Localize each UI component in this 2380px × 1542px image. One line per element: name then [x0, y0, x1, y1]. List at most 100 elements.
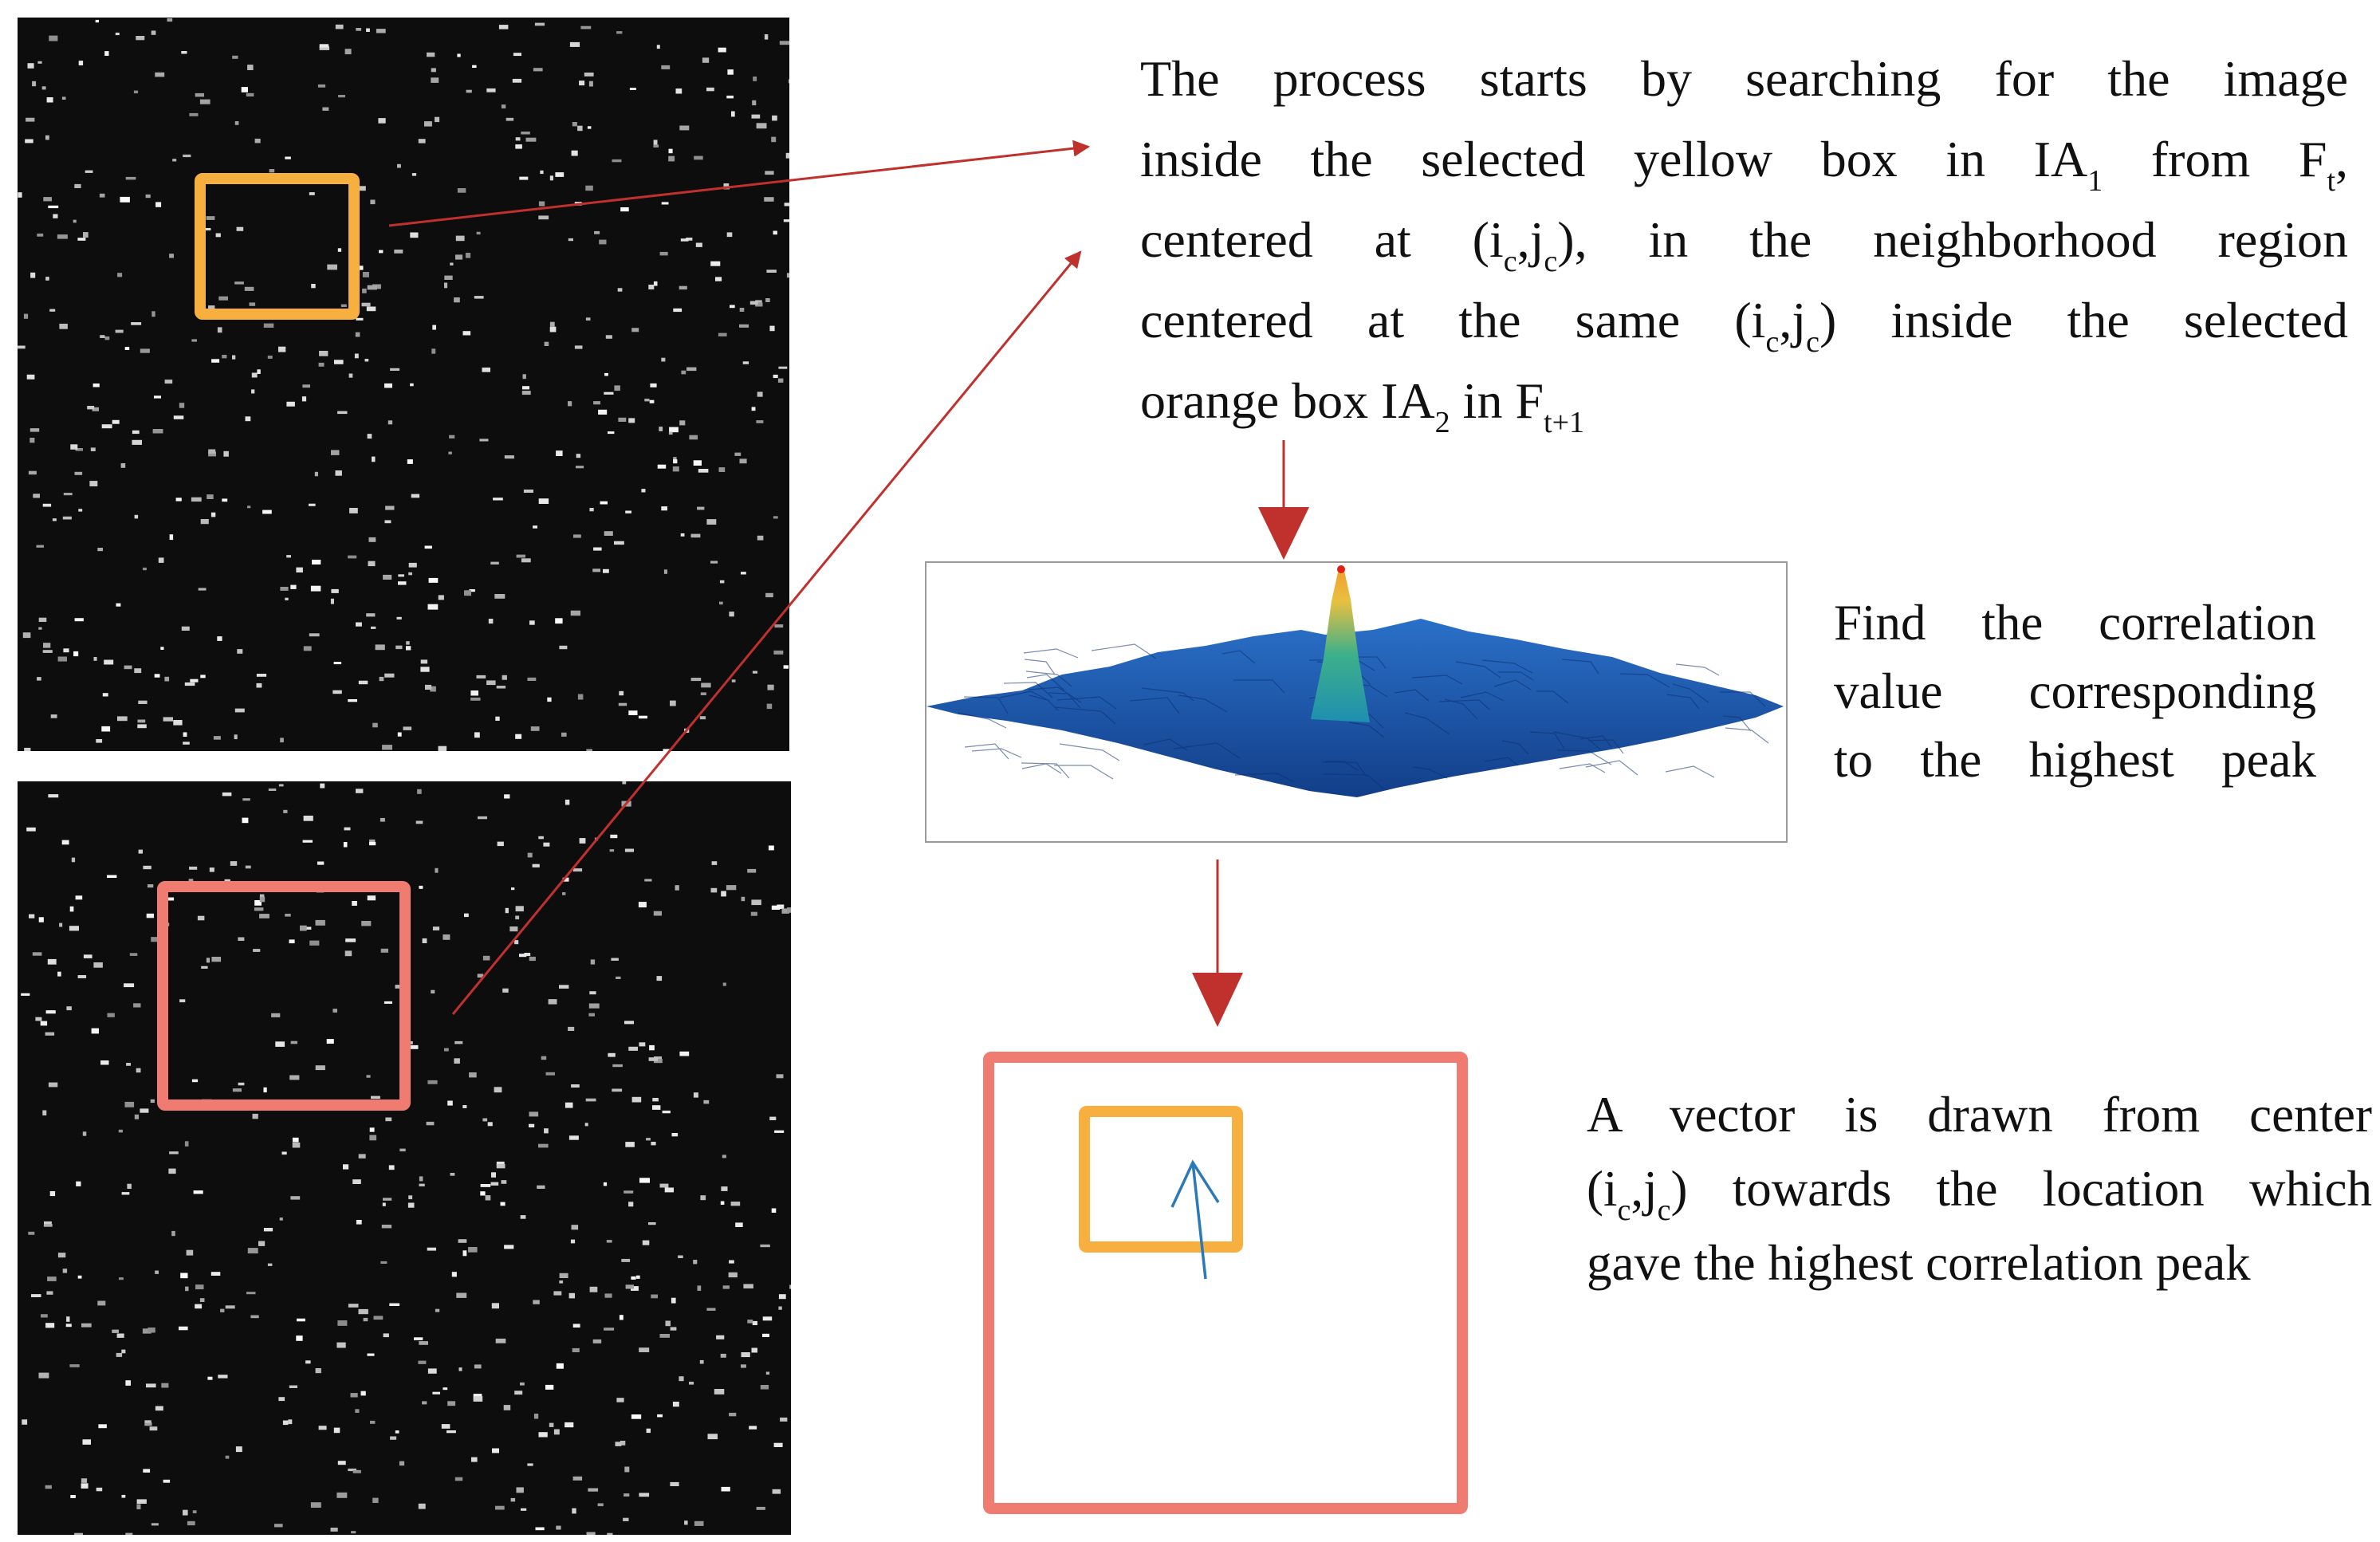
particle — [618, 702, 627, 706]
particle — [125, 1380, 131, 1386]
particle — [309, 192, 315, 195]
particle — [292, 1142, 301, 1148]
mesh-line — [1021, 763, 1062, 774]
particle — [331, 588, 339, 593]
particle — [120, 196, 130, 203]
particle — [43, 1224, 53, 1227]
particle — [74, 183, 81, 188]
particle — [382, 1202, 386, 1206]
particle — [57, 234, 68, 239]
particle — [140, 1108, 149, 1113]
particle — [706, 519, 717, 525]
particle — [646, 1428, 651, 1434]
particle — [501, 104, 506, 108]
particle — [771, 136, 777, 143]
particle — [565, 799, 570, 805]
particle — [619, 690, 624, 696]
mesh-line — [1411, 675, 1463, 685]
particle — [369, 841, 376, 846]
particle — [673, 457, 677, 461]
particle — [237, 649, 243, 654]
particle — [572, 122, 577, 127]
particle — [394, 250, 403, 254]
particle — [652, 1098, 659, 1102]
particle — [454, 1058, 460, 1064]
particle — [480, 1191, 486, 1196]
particle — [624, 1466, 630, 1473]
mesh-line — [1725, 727, 1769, 744]
particle — [417, 789, 422, 794]
particle — [653, 281, 658, 286]
particle — [77, 1275, 82, 1279]
particle — [281, 1151, 287, 1155]
particle — [191, 497, 202, 502]
yellow-interrogation-box — [195, 173, 360, 320]
particle — [700, 692, 706, 695]
particle — [355, 332, 360, 337]
particle — [565, 1422, 574, 1428]
particle — [337, 1320, 348, 1326]
particle — [586, 749, 592, 751]
particle — [623, 1517, 629, 1521]
particle — [146, 1383, 156, 1388]
mesh-line — [1352, 656, 1387, 669]
particle — [179, 1326, 188, 1331]
particle — [619, 1315, 624, 1320]
particle — [422, 1401, 427, 1405]
particle — [639, 1347, 650, 1352]
particle — [367, 1353, 375, 1356]
particle — [45, 1485, 52, 1489]
particle — [768, 845, 774, 851]
particle — [382, 745, 392, 750]
particle — [639, 1042, 646, 1047]
particle — [282, 1420, 289, 1426]
particle — [310, 1502, 321, 1508]
particle — [772, 1489, 781, 1494]
particle — [134, 514, 139, 519]
particle — [664, 1187, 674, 1193]
particle — [242, 798, 250, 801]
particle — [151, 937, 158, 942]
particle — [254, 907, 264, 911]
particle — [26, 827, 36, 832]
particle — [684, 1520, 688, 1525]
particle — [478, 816, 487, 820]
particle — [533, 525, 537, 529]
particle — [614, 385, 620, 391]
particle — [410, 383, 414, 387]
particle — [749, 1426, 757, 1430]
particle — [43, 197, 52, 202]
mesh-line — [1129, 697, 1180, 714]
mesh-line — [1536, 690, 1569, 704]
particle — [721, 1186, 728, 1191]
particle — [286, 401, 295, 407]
particle — [679, 285, 687, 290]
correlation-peak — [1311, 571, 1370, 722]
particle — [49, 35, 58, 41]
particle — [81, 1483, 89, 1489]
mesh-line — [1720, 691, 1766, 707]
particle — [254, 900, 262, 906]
particle — [741, 896, 745, 902]
particle — [697, 1285, 702, 1291]
particle — [144, 1420, 151, 1423]
mesh-line — [1028, 686, 1082, 703]
particle — [657, 1414, 663, 1418]
particle — [148, 1328, 155, 1333]
particle — [62, 1269, 68, 1273]
particle — [49, 309, 56, 312]
particle — [777, 378, 784, 383]
particle — [127, 1183, 132, 1189]
particle — [425, 684, 432, 690]
particle — [702, 57, 710, 63]
particle — [568, 1135, 579, 1140]
particle — [138, 700, 148, 704]
particle — [336, 1342, 346, 1348]
mesh-line — [1394, 689, 1430, 702]
mesh-line — [958, 712, 1007, 729]
particle — [158, 557, 164, 563]
particle — [143, 865, 151, 870]
particle — [527, 1463, 533, 1466]
mesh-line — [1672, 683, 1709, 703]
particle — [362, 272, 369, 277]
